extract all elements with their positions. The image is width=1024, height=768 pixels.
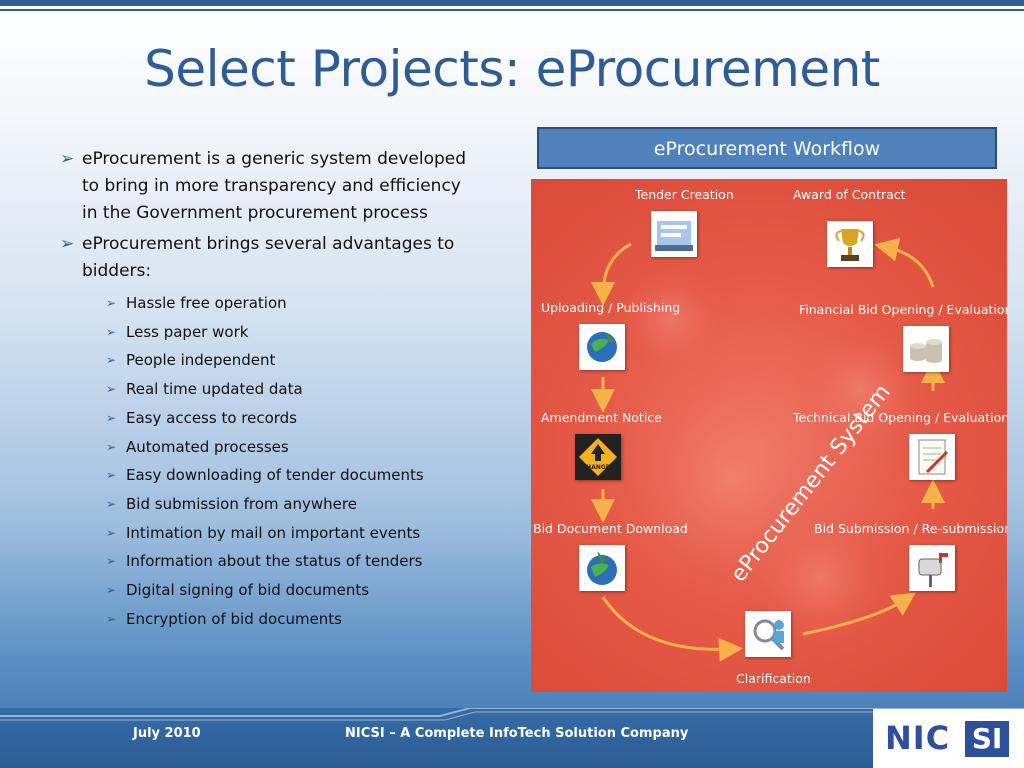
top-accent-bar	[0, 0, 1024, 6]
sub-bullet-text: Encryption of bid documents	[126, 609, 342, 628]
trophy-icon	[827, 221, 873, 267]
sub-bullet-item: ➢ Easy access to records	[106, 404, 480, 433]
arrow-bullet-icon: ➢	[106, 382, 117, 397]
arrow-bullet-icon: ➢	[106, 410, 117, 425]
arrow-tender-to-upload	[591, 242, 632, 306]
sub-bullet-item: ➢ People independent	[106, 346, 480, 375]
bullet-item: ➢ eProcurement brings several advantages…	[60, 231, 480, 285]
sub-bullet-item: ➢ Less paper work	[106, 318, 480, 347]
sub-bullet-text: Intimation by mail on important events	[126, 523, 421, 542]
arrow-bullet-icon: ➢	[106, 525, 117, 540]
step-label: Clarification	[736, 671, 811, 686]
arrow-bullet-icon: ➢	[60, 234, 75, 254]
arrow-clarification-to-submission	[802, 592, 916, 636]
workflow-header: eProcurement Workflow	[537, 127, 997, 169]
logo-nic-text: NIC	[885, 719, 951, 757]
footer-date: July 2010	[133, 726, 201, 741]
sub-bullet-text: Easy access to records	[126, 408, 297, 427]
arrow-download-to-clarification	[601, 596, 743, 662]
bullet-item: ➢ eProcurement is a generic system devel…	[60, 146, 480, 227]
document-evaluation-icon	[909, 434, 955, 480]
sub-bullet-text: Information about the status of tenders	[126, 552, 423, 571]
step-label: Financial Bid Opening / Evaluation	[799, 302, 1007, 317]
sub-bullet-text: Digital signing of bid documents	[126, 581, 370, 600]
arrow-bullet-icon: ➢	[60, 149, 75, 169]
step-label: Bid Document Download	[533, 521, 688, 536]
sub-bullet-item: ➢ Real time updated data	[106, 375, 480, 404]
sub-bullet-text: Hassle free operation	[126, 294, 287, 312]
mailbox-icon	[909, 545, 955, 591]
footer-band	[0, 708, 1024, 768]
sub-bullet-item: ➢ Encryption of bid documents	[106, 605, 480, 634]
step-label: Amendment Notice	[541, 410, 662, 425]
arrow-bullet-icon: ➢	[106, 439, 117, 454]
step-label: Award of Contract	[793, 187, 906, 202]
sub-bullet-text: Bid submission from anywhere	[126, 494, 357, 513]
sub-bullet-text: Automated processes	[126, 437, 289, 456]
arrow-bullet-icon: ➢	[106, 468, 117, 483]
coins-stack-icon	[903, 326, 949, 372]
sub-bullet-item: ➢ Information about the status of tenders	[106, 547, 480, 576]
sub-bullet-text: Real time updated data	[126, 380, 303, 399]
step-label: Tender Creation	[635, 187, 734, 202]
tender-creation-icon	[651, 211, 697, 257]
top-accent-line	[0, 9, 1024, 11]
footer-decor	[0, 708, 1024, 721]
arrow-bullet-icon: ➢	[106, 496, 117, 511]
step-label: Uploading / Publishing	[541, 300, 681, 315]
sub-bullet-item: ➢ Intimation by mail on important events	[106, 519, 480, 548]
slide-title: Select Projects: eProcurement	[144, 40, 880, 98]
sub-bullet-text: Easy downloading of tender documents	[126, 466, 424, 485]
sub-bullet-item: ➢ Bid submission from anywhere	[106, 490, 480, 519]
clarification-search-icon	[745, 611, 791, 657]
sub-bullet-item: ➢ Easy downloading of tender documents	[106, 461, 480, 490]
arrow-bullet-icon: ➢	[106, 583, 117, 598]
logo-si-text: SI	[965, 721, 1009, 757]
sub-bullet-item: ➢ Hassle free operation	[106, 289, 480, 318]
sub-bullet-text: Less paper work	[126, 322, 249, 341]
decor-bubble	[791, 319, 931, 459]
sub-bullet-text: People independent	[126, 351, 276, 370]
globe-download-icon	[579, 545, 625, 591]
bullet-text: eProcurement brings several advantages t…	[82, 234, 455, 281]
sub-bullet-item: ➢ Automated processes	[106, 433, 480, 462]
arrow-bullet-icon: ➢	[106, 324, 117, 339]
sub-bullet-item: ➢ Digital signing of bid documents	[106, 576, 480, 605]
arrow-bullet-icon: ➢	[106, 554, 117, 569]
arrow-bullet-icon: ➢	[106, 296, 117, 310]
bullet-list: ➢ eProcurement is a generic system devel…	[60, 146, 480, 633]
arrow-bullet-icon: ➢	[106, 611, 117, 626]
changes-sign-text: CHANGES	[582, 464, 614, 471]
nicsi-logo: NIC SI	[873, 709, 1024, 768]
step-label: Bid Submission / Re-submission	[814, 521, 1007, 536]
bullet-text: eProcurement is a generic system develop…	[82, 149, 467, 223]
arrow-bullet-icon: ➢	[106, 353, 117, 368]
arrow-financial-to-award	[874, 237, 935, 288]
step-label: Technical Bid Opening / Evaluation	[793, 410, 1007, 425]
globe-upload-icon	[579, 324, 625, 370]
workflow-diagram: eProcurement System Tender Creation Uplo…	[531, 179, 1007, 692]
footer-company: NICSI – A Complete InfoTech Solution Com…	[345, 726, 689, 741]
changes-sign-icon: CHANGES	[575, 434, 621, 480]
decor-bubble	[611, 259, 731, 379]
